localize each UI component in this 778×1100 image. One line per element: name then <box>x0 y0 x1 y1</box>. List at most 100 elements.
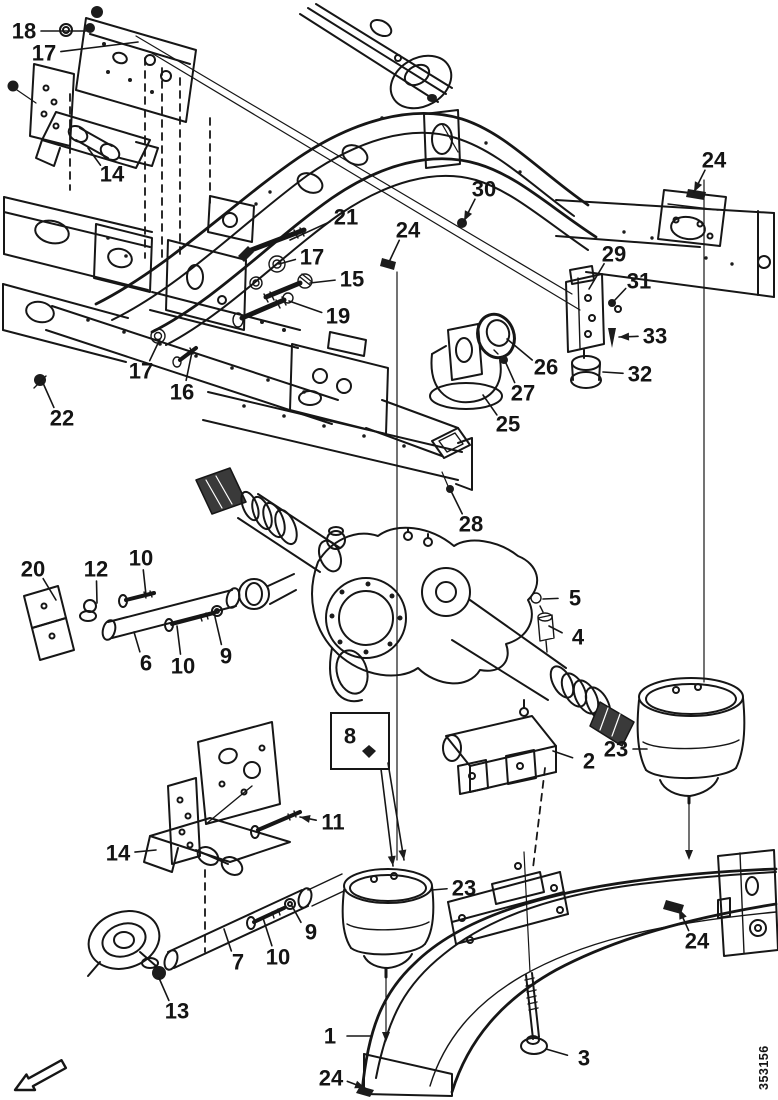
axle-seat-25 <box>429 323 503 410</box>
callout-27: 27 <box>504 360 535 406</box>
callout-label-9a: 9 <box>220 644 232 669</box>
callout-19: 19 <box>288 300 350 329</box>
callout-18: 18 <box>12 19 87 44</box>
breather-parts-4-5 <box>530 592 555 653</box>
bolt-3 <box>520 972 548 1055</box>
callout-label-2: 2 <box>583 749 595 774</box>
bolt-11 <box>256 810 302 832</box>
callout-5: 5 <box>542 586 581 611</box>
callout-label-24a: 24 <box>702 148 727 173</box>
callout-8: 8 <box>330 712 407 867</box>
callout-label-19: 19 <box>326 304 350 329</box>
axle-bracket-2 <box>442 699 557 795</box>
front-bracket-assembly <box>7 6 197 169</box>
right-frame-rail <box>555 189 775 298</box>
callout-label-12: 12 <box>84 557 108 582</box>
callout-33: 33 <box>618 324 667 349</box>
callout-9b: 9 <box>291 905 317 945</box>
callout-31: 31 <box>613 269 651 302</box>
callout-label-14b: 14 <box>106 841 131 866</box>
callout-label-30: 30 <box>472 177 496 202</box>
callout-7: 7 <box>223 928 244 975</box>
callout-label-25: 25 <box>496 412 520 437</box>
callout-11: 11 <box>299 810 345 835</box>
figure-number: 353156 <box>757 1045 771 1090</box>
fastener-24d <box>663 900 684 914</box>
callout-label-15: 15 <box>340 267 364 292</box>
bump-stop-32 <box>570 349 602 389</box>
center-bracket-cluster <box>93 195 301 349</box>
callout-label-33: 33 <box>643 324 667 349</box>
callout-23b: 23 <box>431 876 476 901</box>
crossmember-arches <box>94 109 598 346</box>
callout-4: 4 <box>548 625 585 650</box>
callout-29: 29 <box>588 242 626 290</box>
callout-label-28: 28 <box>459 512 483 537</box>
callout-10a: 10 <box>129 546 153 596</box>
callout-24d: 24 <box>678 908 710 954</box>
callout-label-22: 22 <box>50 406 74 431</box>
callout-label-26: 26 <box>534 355 558 380</box>
callout-24a: 24 <box>693 148 727 193</box>
callout-13: 13 <box>158 977 189 1024</box>
callout-14a: 14 <box>87 147 125 187</box>
callout-16: 16 <box>170 351 194 405</box>
bracket-29 <box>565 265 622 353</box>
callout-label-13: 13 <box>165 999 189 1024</box>
callout-label-29: 29 <box>602 242 626 267</box>
callout-1: 1 <box>324 1024 372 1049</box>
callout-28: 28 <box>450 490 483 537</box>
callout-label-27: 27 <box>511 381 535 406</box>
callout-label-9b: 9 <box>305 920 317 945</box>
callout-6: 6 <box>133 631 152 676</box>
callout-26: 26 <box>506 338 558 380</box>
callout-22: 22 <box>42 382 74 431</box>
callout-32: 32 <box>602 362 652 387</box>
callout-17a: 17 <box>32 41 139 66</box>
callout-2: 2 <box>552 749 595 774</box>
air-spring-bottom <box>341 868 435 979</box>
callout-label-8: 8 <box>344 724 356 749</box>
callout-label-17b: 17 <box>300 245 324 270</box>
callout-label-23a: 23 <box>604 737 628 762</box>
callout-20: 20 <box>21 557 57 601</box>
callout-label-3: 3 <box>578 1046 590 1071</box>
callout-label-20: 20 <box>21 557 45 582</box>
callout-label-16: 16 <box>170 380 194 405</box>
callout-layer: 1817142430211715192429313326273225221716… <box>12 19 727 1091</box>
callout-21: 21 <box>289 205 358 241</box>
callout-label-11: 11 <box>321 810 344 835</box>
callout-label-5: 5 <box>569 586 581 611</box>
callout-label-10c: 10 <box>266 945 290 970</box>
callout-10c: 10 <box>262 917 290 970</box>
callout-17b: 17 <box>278 245 324 270</box>
callout-label-32: 32 <box>628 362 652 387</box>
callout-label-7: 7 <box>232 950 244 975</box>
upper-torque-rod <box>23 573 297 661</box>
callout-label-14a: 14 <box>100 162 125 187</box>
front-axle-assembly <box>195 467 635 747</box>
callout-label-10a: 10 <box>129 546 153 571</box>
air-spring-right <box>636 677 746 805</box>
support-beam-1 <box>356 849 778 1097</box>
callout-label-17a: 17 <box>32 41 56 66</box>
travel-direction-arrow-icon <box>13 1058 68 1092</box>
upper-rail-and-mount-boss <box>299 3 453 110</box>
callout-label-24d: 24 <box>685 929 710 954</box>
callout-label-6: 6 <box>140 651 152 676</box>
callout-15: 15 <box>309 267 364 292</box>
callout-23a: 23 <box>604 737 648 762</box>
callout-3: 3 <box>545 1046 590 1071</box>
callout-25: 25 <box>482 394 520 437</box>
callout-label-17c: 17 <box>129 359 153 384</box>
callout-label-23b: 23 <box>452 876 476 901</box>
callout-10b: 10 <box>171 625 195 679</box>
part-8-retainer-glyph <box>362 745 376 758</box>
callout-24c: 24 <box>319 1066 366 1091</box>
callout-label-21: 21 <box>334 205 358 230</box>
callout-label-10b: 10 <box>171 654 195 679</box>
callout-label-31: 31 <box>627 269 651 294</box>
callout-label-4: 4 <box>572 625 585 650</box>
